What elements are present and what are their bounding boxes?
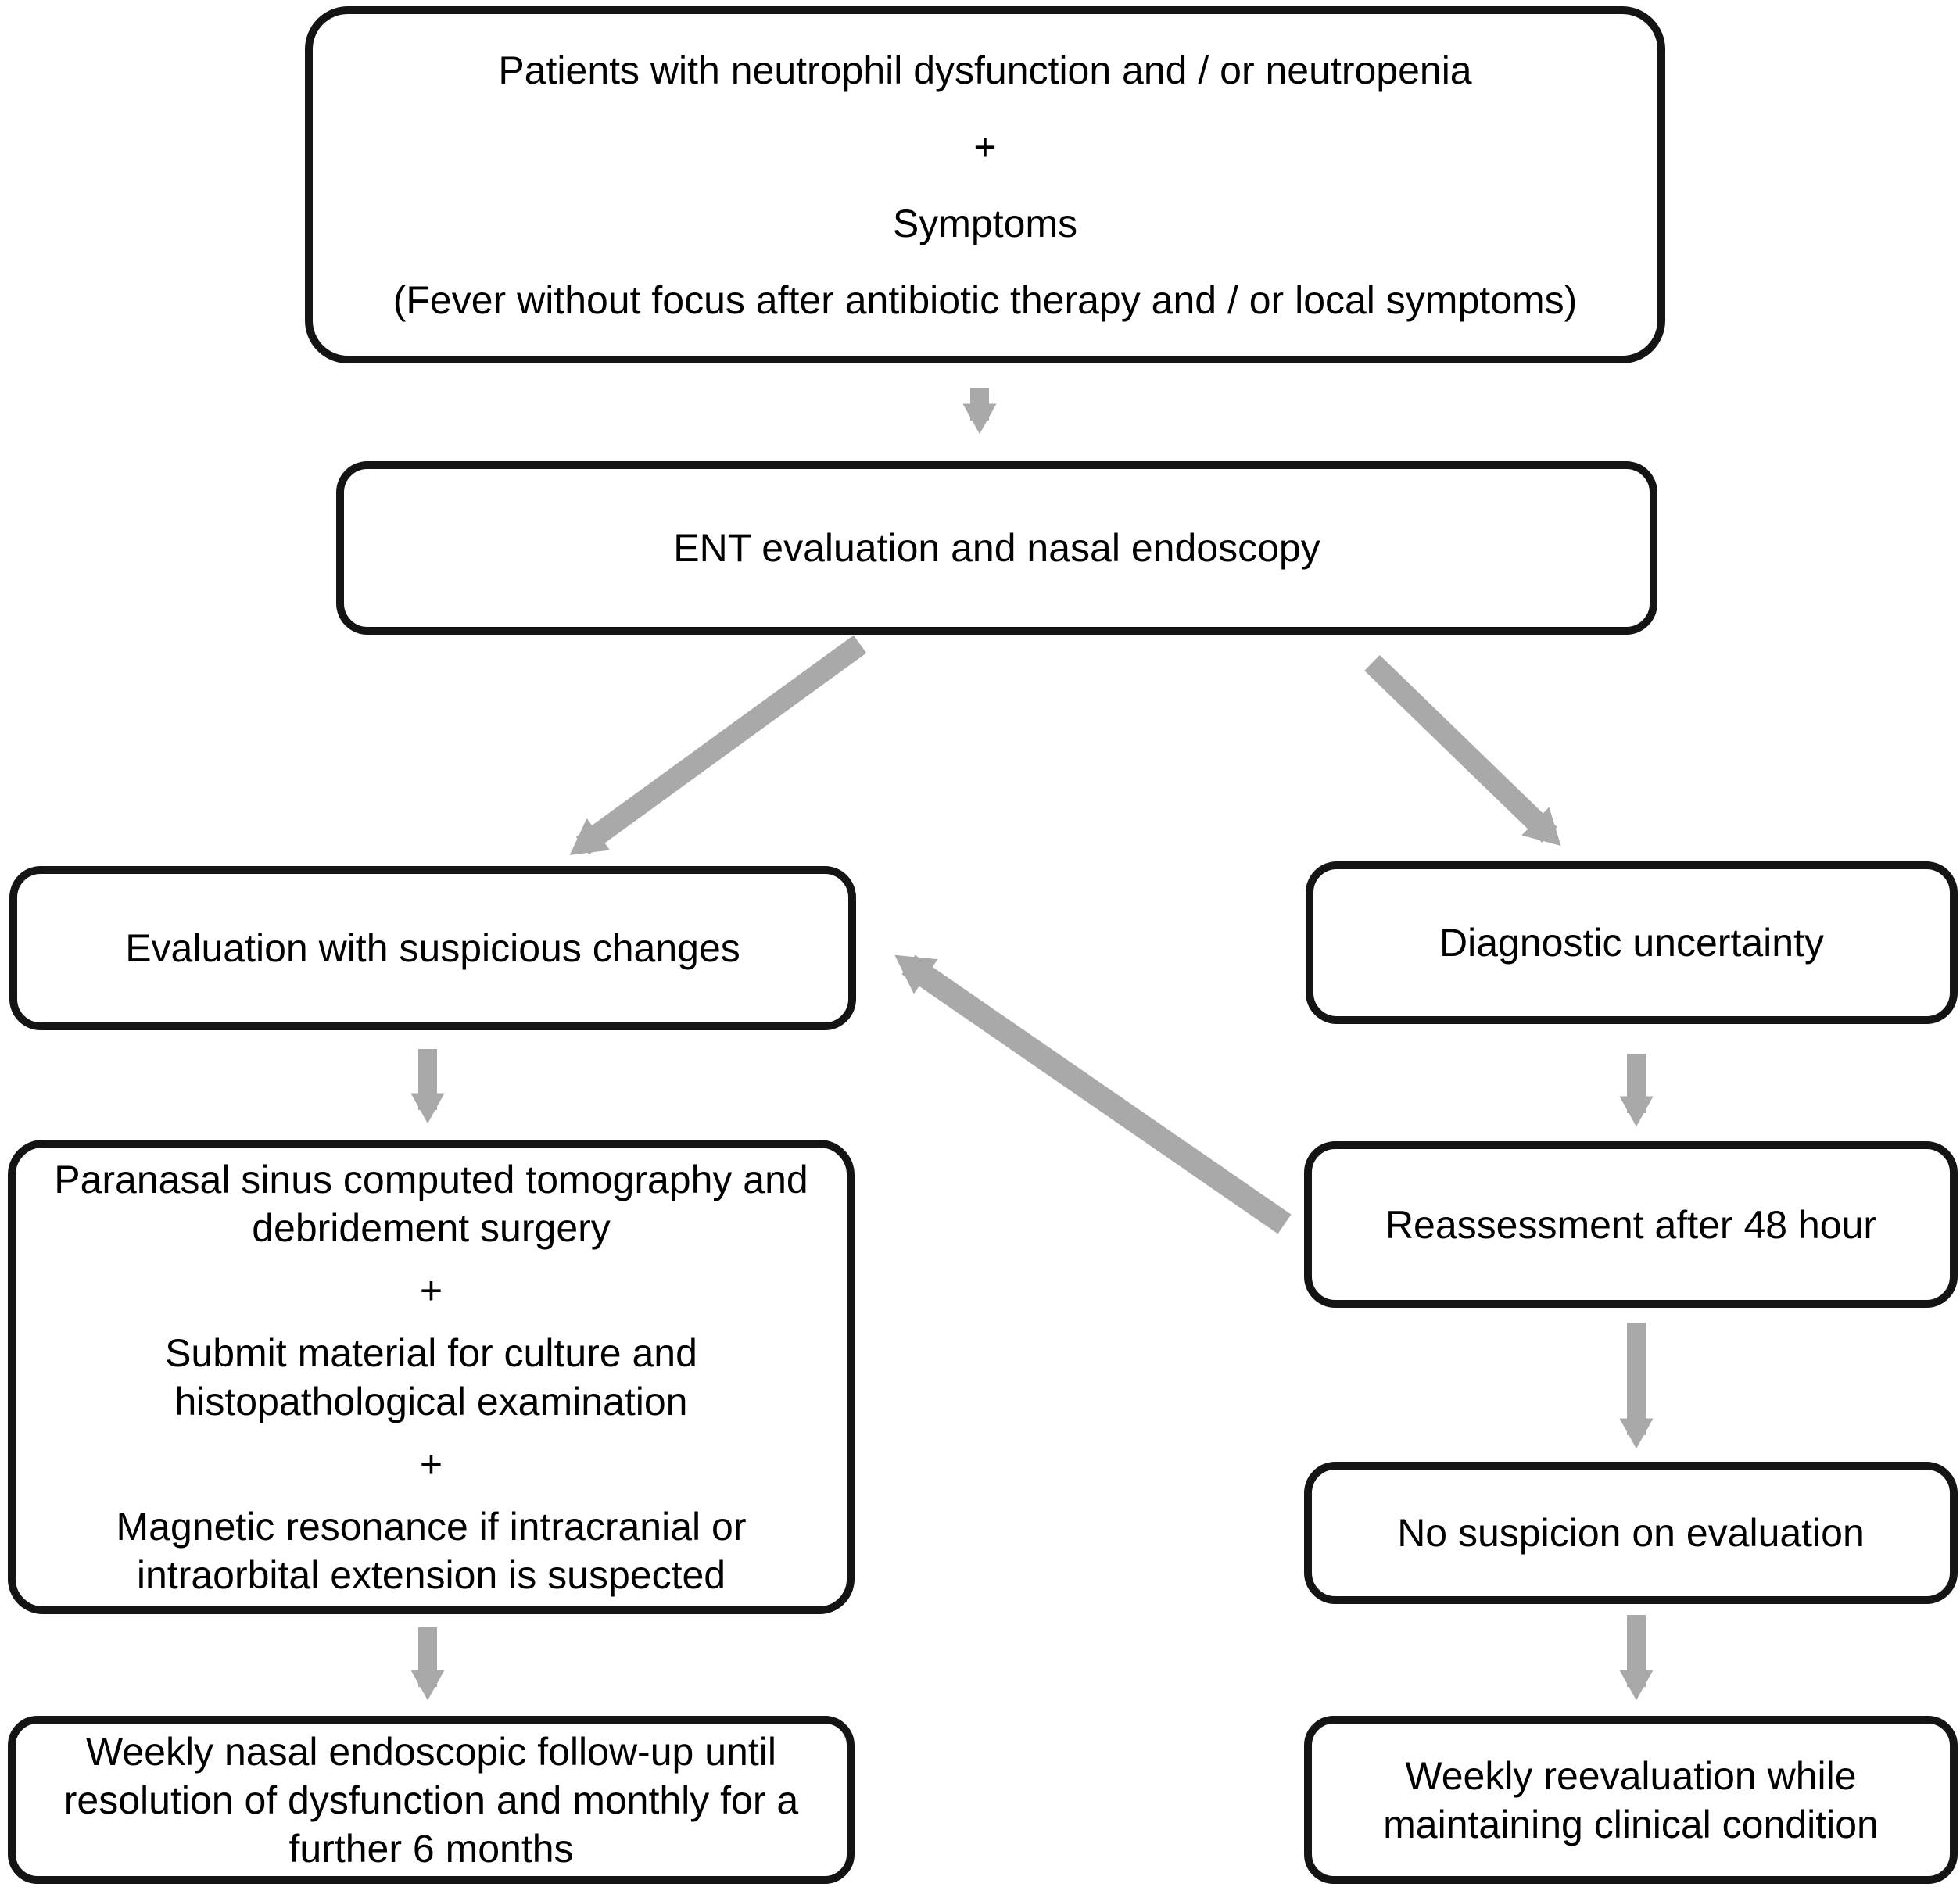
node-ent-evaluation: ENT evaluation and nasal endoscopy — [336, 461, 1657, 635]
node-evaluation-suspicious-changes: Evaluation with suspicious changes — [9, 866, 856, 1030]
node-weekly-reevaluation: Weekly reevaluation while maintaining cl… — [1304, 1716, 1958, 1884]
arrow-reassessment-to-suspicious — [894, 954, 1292, 1234]
node-no-suspicion: No suspicion on evaluation — [1304, 1462, 1958, 1604]
node-weekly-endoscopic-followup: Weekly nasal endoscopic follow-up until … — [8, 1716, 855, 1884]
node-diagnostic-uncertainty: Diagnostic uncertainty — [1306, 861, 1958, 1024]
node-patients-symptoms: Patients with neutrophil dysfunction and… — [305, 6, 1665, 363]
node-text-line: Diagnostic uncertainty — [1439, 921, 1824, 965]
node-text-line: Reassessment after 48 hour — [1385, 1202, 1877, 1247]
node-text-line: Weekly nasal endoscopic follow-up until … — [63, 1729, 799, 1871]
plus-sign: + — [419, 1268, 443, 1312]
node-text-line: Submit material for culture and histopat… — [165, 1330, 697, 1423]
node-text-line: (Fever without focus after antibiotic th… — [392, 278, 1578, 322]
plus-sign: + — [973, 124, 997, 169]
node-text-line: Magnetic resonance if intracranial or in… — [116, 1504, 747, 1597]
node-reassessment-48h: Reassessment after 48 hour — [1304, 1141, 1958, 1308]
node-text-line: No suspicion on evaluation — [1397, 1511, 1865, 1555]
node-text-line: Patients with neutrophil dysfunction and… — [498, 48, 1472, 92]
node-text-line: Symptoms — [892, 201, 1078, 245]
arrow-ent-to-suspicious — [569, 635, 867, 855]
node-text-line: ENT evaluation and nasal endoscopy — [673, 526, 1320, 570]
plus-sign: + — [419, 1441, 443, 1486]
node-text-line: Weekly reevaluation while maintaining cl… — [1383, 1753, 1879, 1846]
node-text-line: Evaluation with suspicious changes — [125, 926, 740, 970]
node-text-line: Paranasal sinus computed tomography and … — [54, 1157, 808, 1250]
node-ct-debridement-workup: Paranasal sinus computed tomography and … — [8, 1140, 855, 1614]
arrow-ent-to-uncertainty — [1364, 654, 1561, 847]
